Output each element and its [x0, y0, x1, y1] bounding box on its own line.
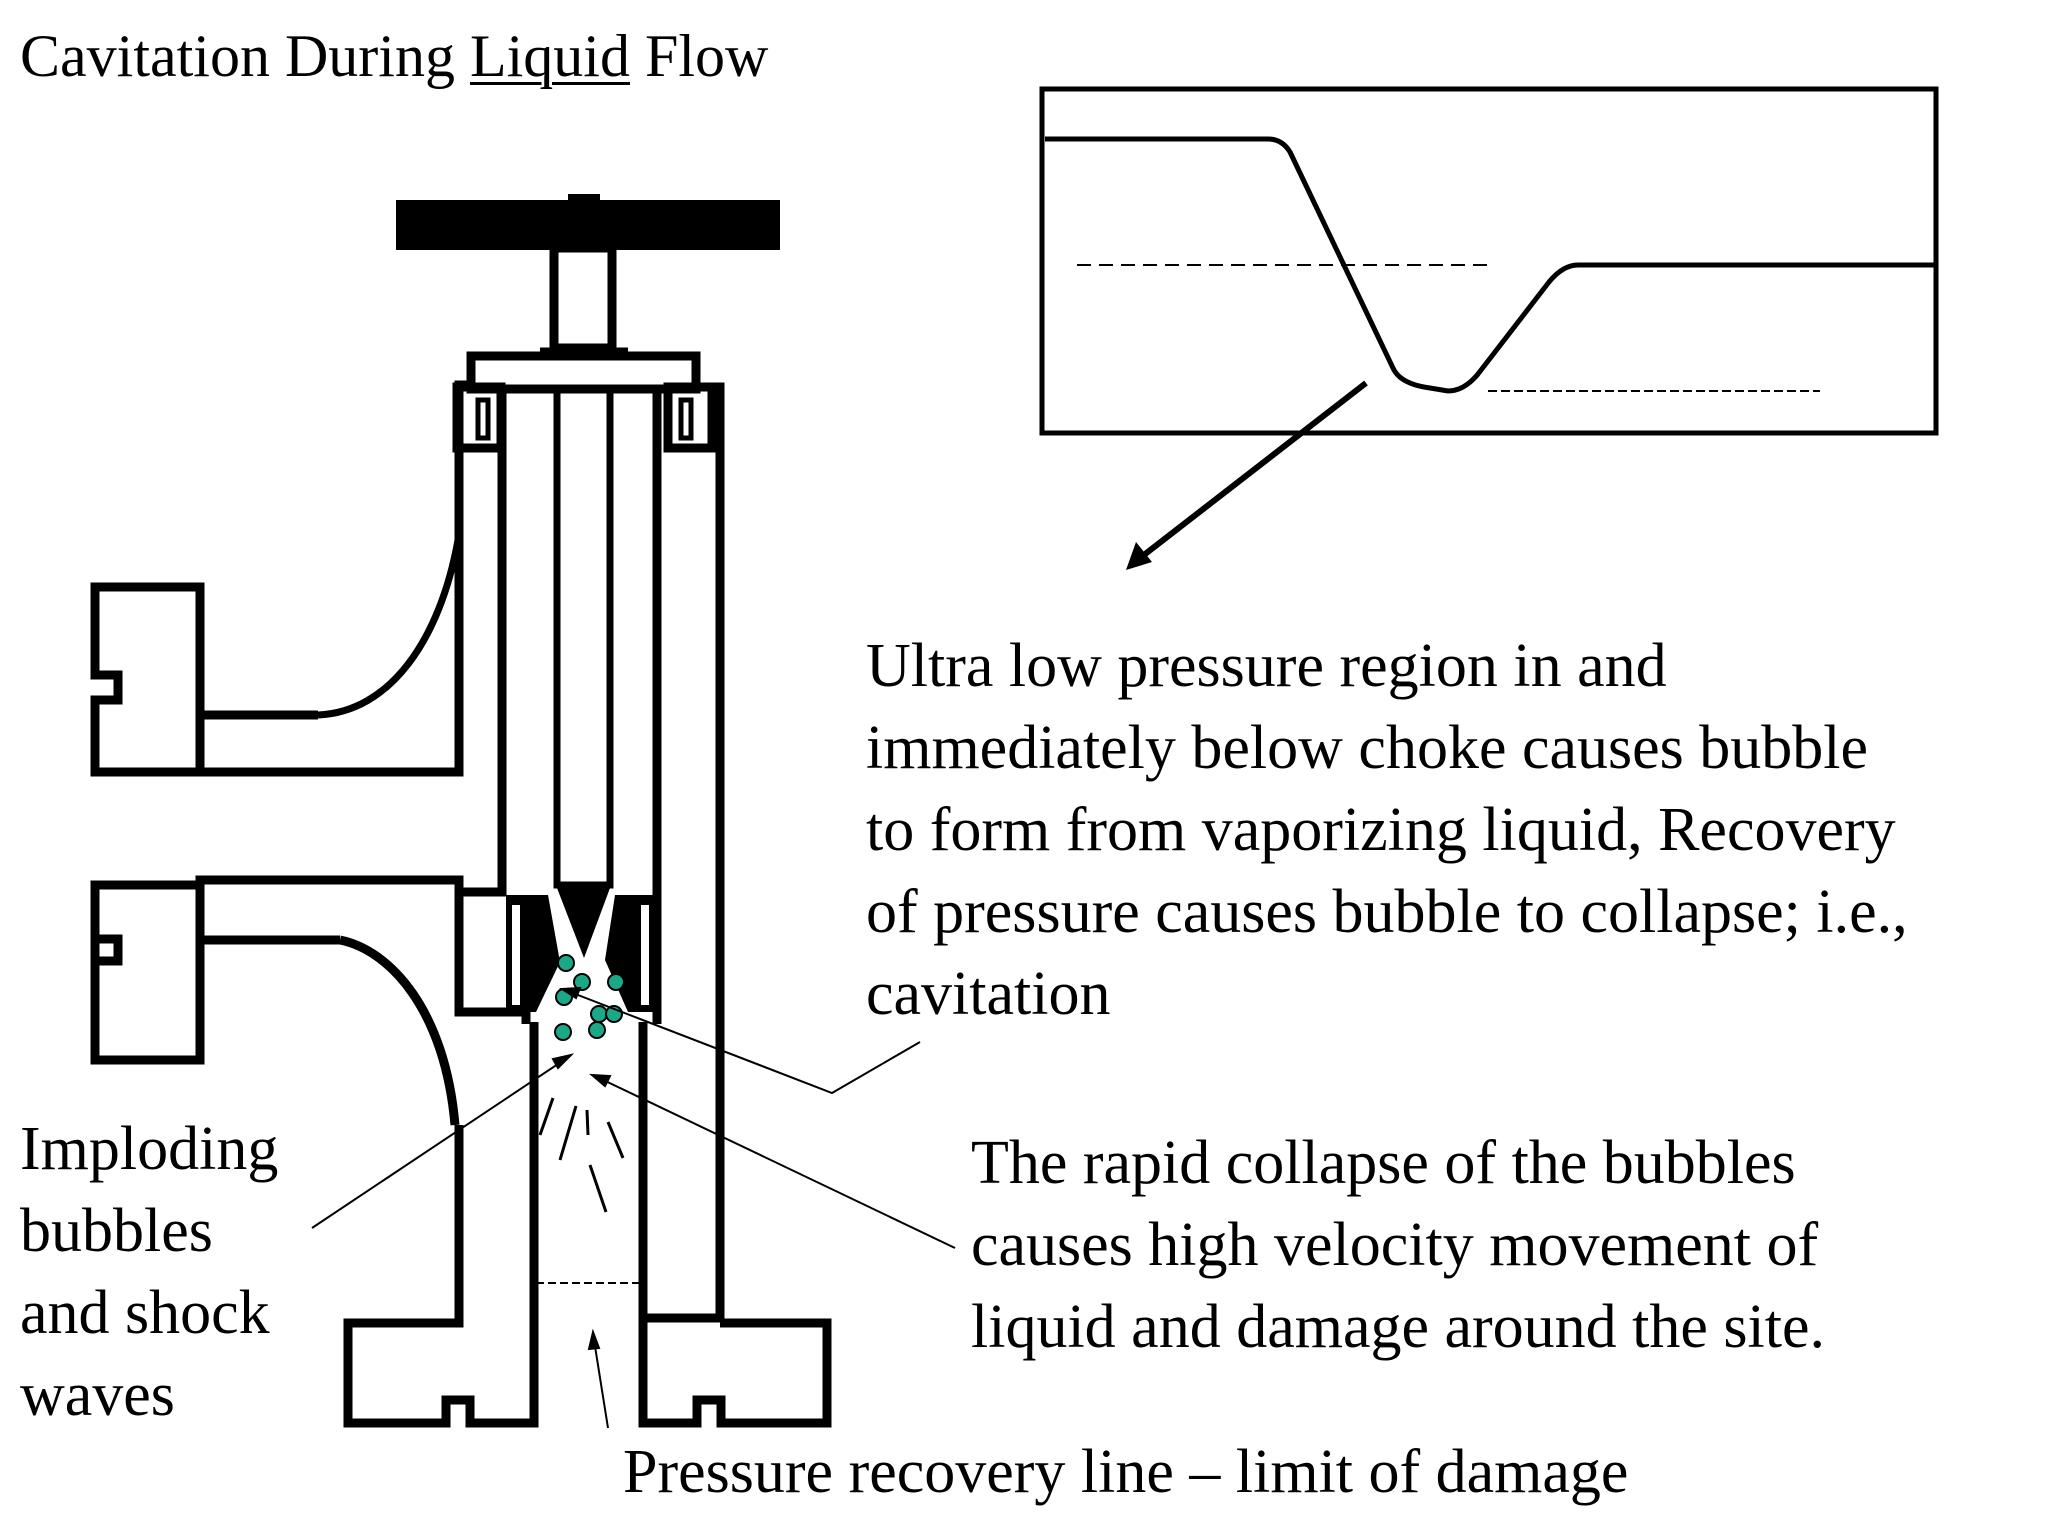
pressure-profile-frame — [1039, 86, 1939, 436]
bubble — [573, 973, 591, 991]
annotation-line: liquid and damage around the site. — [971, 1293, 1825, 1361]
rapid-collapse-annotation: The rapid collapse of the bubbles causes… — [971, 1122, 1825, 1368]
needle-tip — [557, 888, 610, 958]
bubble — [588, 1021, 606, 1039]
shock-waves — [538, 1097, 625, 1213]
imploding-bubbles-annotation: Imploding bubbles and shock waves — [20, 1108, 278, 1436]
bottom-right-flange — [638, 1022, 832, 1428]
annotation-line: causes high velocity movement of — [971, 1211, 1819, 1279]
bottom-left-flange — [343, 1022, 539, 1428]
choke-seat — [506, 888, 655, 1012]
bubble — [607, 973, 625, 991]
low-pressure-annotation: Ultra low pressure region in and immedia… — [866, 625, 1908, 1035]
needle-plunger — [553, 387, 614, 889]
annotation-line: bubbles — [20, 1197, 213, 1265]
page-title: Cavitation During Liquid Flow — [20, 23, 769, 89]
annotation-line: immediately below choke causes bubble — [866, 714, 1869, 782]
annotation-line: waves — [20, 1361, 175, 1429]
pressure-recovery-annotation: Pressure recovery line – limit of damage — [623, 1438, 1629, 1506]
handwheel — [396, 200, 780, 250]
bubble — [590, 1005, 608, 1023]
cavitation-bubbles — [554, 954, 625, 1041]
annotation-line: Imploding — [20, 1115, 279, 1183]
annotation-line: The rapid collapse of the bubbles — [971, 1129, 1796, 1197]
bubble — [557, 954, 575, 972]
inset-arrow — [1126, 380, 1368, 570]
leader-lines — [311, 986, 956, 1429]
annotation-line: Ultra low pressure region in and — [866, 632, 1667, 700]
bonnet — [466, 351, 701, 394]
annotation-line: to form from vaporizing liquid, Recovery — [866, 796, 1896, 864]
handwheel-nub — [568, 194, 600, 204]
pressure-profile-inset — [1039, 86, 1939, 436]
title-underlined-word: Liquid — [469, 23, 630, 89]
bubble — [554, 1023, 572, 1041]
pressure-profile-curve — [1045, 136, 1934, 394]
valve-stem — [549, 243, 617, 353]
choke-valve-body — [90, 194, 832, 1428]
annotation-line: cavitation — [866, 960, 1111, 1028]
annotation-line: of pressure causes bubble to collapse; i… — [866, 878, 1908, 946]
annotation-line: and shock — [20, 1279, 270, 1347]
